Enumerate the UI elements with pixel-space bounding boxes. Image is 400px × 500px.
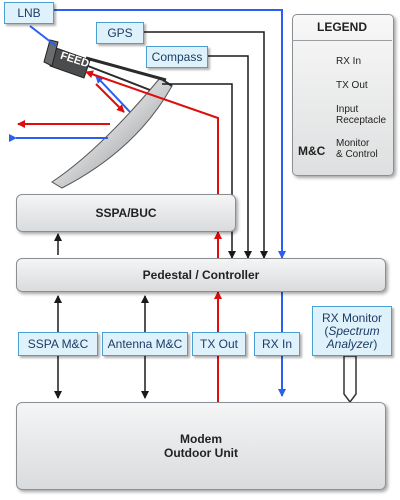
legend-mc-text: Monitor & Control xyxy=(336,138,378,160)
dish-reflector xyxy=(51,77,173,189)
legend-panel xyxy=(292,14,394,176)
compass-control-line xyxy=(206,55,252,259)
lnb-feed-connector xyxy=(29,25,57,47)
sspa-buc-block: SSPA/BUC xyxy=(16,194,236,232)
rx-path-upper xyxy=(54,9,286,259)
feed-strut-1 xyxy=(85,56,167,82)
feed-strut-2 xyxy=(87,65,151,91)
feed-horn xyxy=(43,39,91,79)
rx-in-label: RX In xyxy=(254,332,300,356)
rx-monitor-title: RX Monitor xyxy=(321,310,383,325)
legend-tx-out-text: TX Out xyxy=(336,80,368,91)
pedestal-controller-block: Pedestal / Controller xyxy=(16,258,386,292)
modem-label: Modem xyxy=(180,432,222,446)
rx-monitor-receptacle xyxy=(343,355,357,404)
tx-out-label: TX Out xyxy=(192,332,246,356)
tx-path-upper xyxy=(85,70,219,194)
rx-monitor-subtitle-2: Analyzer) xyxy=(326,336,378,351)
legend-input-receptacle-text: Input Receptacle xyxy=(336,104,387,126)
modem-outdoor-unit-block: Modem Outdoor Unit xyxy=(16,402,386,490)
legend-title: LEGEND xyxy=(292,14,392,41)
outdoor-unit-label: Outdoor Unit xyxy=(164,446,238,460)
legend-mc-abbr: M&C xyxy=(298,144,326,158)
sspa-mc-label: SSPA M&C xyxy=(18,332,98,356)
rx-monitor-label: RX Monitor (Spectrum Analyzer) xyxy=(312,306,392,356)
compass-label: Compass xyxy=(146,46,208,68)
feed-to-dish-red xyxy=(95,83,125,113)
gps-label: GPS xyxy=(96,22,144,44)
gps-control-line xyxy=(138,31,268,259)
legend-rx-in-text: RX In xyxy=(336,56,362,67)
antenna-mc-label: Antenna M&C xyxy=(102,332,188,356)
rx-monitor-subtitle-1: (Spectrum xyxy=(324,323,380,338)
lnb-label: LNB xyxy=(4,2,54,24)
